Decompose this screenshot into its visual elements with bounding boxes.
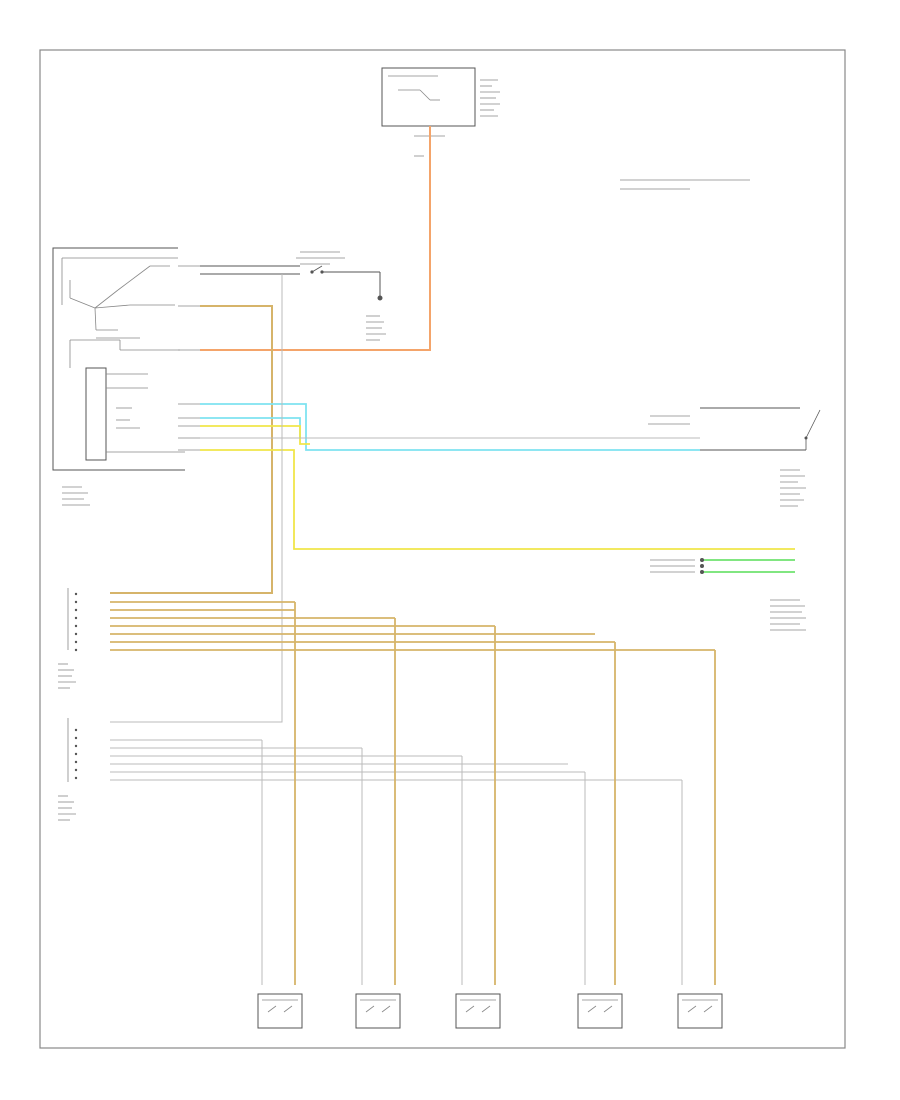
- connector-pin-icon: [700, 558, 704, 574]
- central-module: [52, 247, 185, 506]
- cyan-wire-2: [200, 417, 301, 438]
- upper-connector: [58, 588, 715, 689]
- connector-pin-icon: [74, 592, 78, 652]
- motor-connector-icon: [455, 993, 501, 1029]
- yellow-wire-2: [200, 449, 795, 550]
- right-terminals: [650, 558, 806, 631]
- motor-connector-icon: [577, 993, 623, 1029]
- ground-icon: [377, 295, 383, 301]
- connector-pin-icon: [74, 728, 78, 780]
- orange-wire: [200, 126, 431, 351]
- grey-wire-2: [110, 274, 283, 723]
- yellow-wire-1: [200, 425, 310, 445]
- cyan-wire-1: [200, 403, 700, 451]
- switch-contact-icon: [310, 265, 324, 274]
- top-power-block: [381, 67, 500, 157]
- motor-connector-icon: [257, 993, 303, 1029]
- motor-actuators: [257, 993, 723, 1029]
- module-pins: [178, 265, 200, 451]
- diagram-frame: [39, 49, 846, 1049]
- switch-assembly: [200, 251, 386, 341]
- lower-connector: [58, 718, 682, 821]
- right-switch: [648, 407, 821, 507]
- switch-contact-icon: [804, 409, 821, 440]
- motor-drops: [261, 602, 716, 985]
- motor-connector-icon: [355, 993, 401, 1029]
- motor-connector-icon: [677, 993, 723, 1029]
